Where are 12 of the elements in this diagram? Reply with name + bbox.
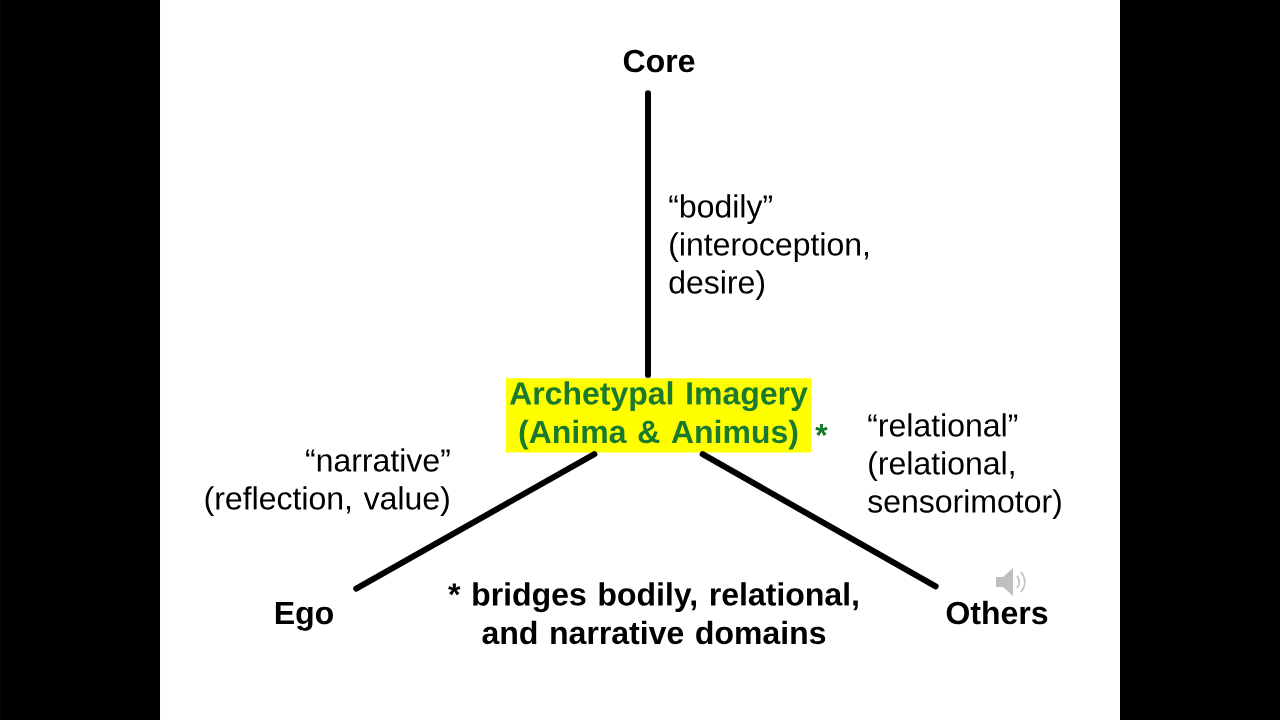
pole-label: Ego	[275, 602, 333, 631]
highlighted-node: Archetypal Imagery (Anima & Animus)	[506, 378, 811, 453]
edge-label: “narrative” (reflection, value)	[205, 448, 450, 516]
connector-line	[645, 90, 651, 378]
edge-label: “relational” (relational, sensorimotor)	[868, 413, 1061, 519]
footnote-mark: *	[815, 424, 828, 436]
connector-line	[353, 451, 598, 592]
edge-label: “bodily” (interoception, desire)	[669, 194, 869, 300]
footnote: * bridges bodily, relational, and narrative domains	[448, 582, 858, 645]
connector-line	[699, 451, 939, 590]
pole-label: Others	[946, 600, 1048, 625]
pole-label: Core	[623, 49, 695, 73]
